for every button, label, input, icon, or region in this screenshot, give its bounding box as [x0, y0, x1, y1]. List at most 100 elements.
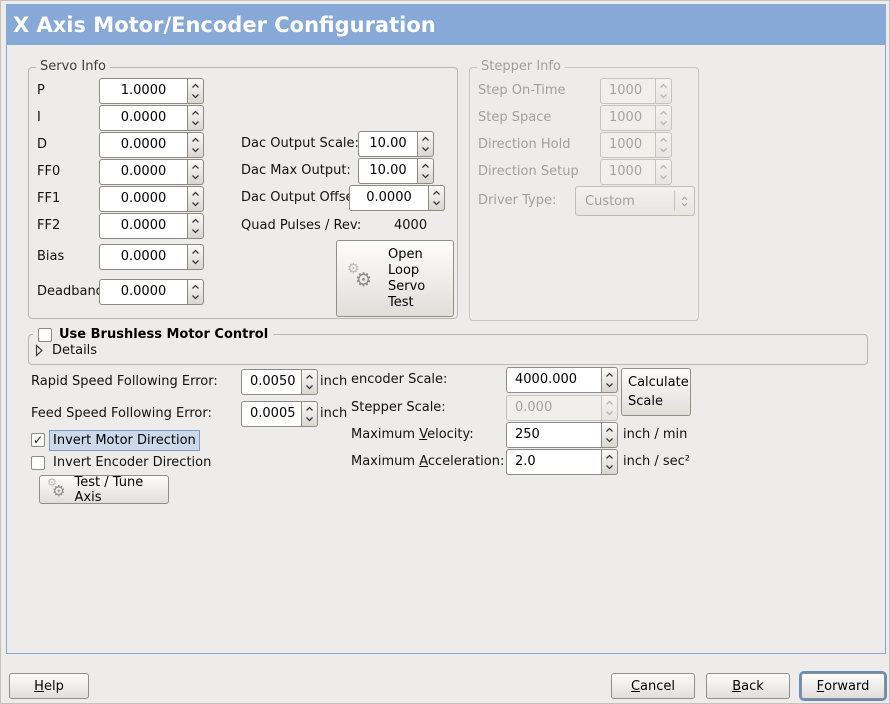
- big-gear-icon: ⚙: [52, 481, 66, 500]
- stepper-info-frame: Stepper Info Step On-Time 1000 Step Spac…: [469, 59, 699, 321]
- d-spin-buttons[interactable]: [187, 132, 204, 158]
- open-loop-line-3: Servo: [388, 278, 426, 294]
- ff1-spinbox[interactable]: 0.0000: [99, 186, 204, 212]
- open-loop-line-4: Test: [388, 294, 414, 310]
- dac-output-offset-spin-buttons[interactable]: [428, 185, 445, 211]
- step-space-spin-buttons: [655, 105, 672, 131]
- quad-pulses-label: Quad Pulses / Rev:: [241, 218, 362, 233]
- d-spinbox[interactable]: 0.0000: [99, 132, 204, 158]
- big-gear-icon: ⚙: [355, 269, 373, 291]
- calculate-scale-button[interactable]: Calculate Scale: [621, 368, 691, 416]
- ff0-label: FF0: [37, 164, 61, 179]
- dac-max-output-spin-buttons[interactable]: [417, 158, 434, 184]
- step-on-time-label: Step On-Time: [478, 83, 566, 98]
- quad-pulses-value: 4000: [394, 218, 428, 233]
- dac-output-offset-input[interactable]: 0.0000: [349, 185, 428, 211]
- bias-spin-buttons[interactable]: [187, 244, 204, 270]
- maximum-velocity-input[interactable]: 250: [506, 422, 601, 448]
- use-brushless-label[interactable]: Use Brushless Motor Control: [59, 327, 269, 342]
- use-brushless-checkbox[interactable]: [38, 327, 52, 342]
- combo-arrows-icon: [675, 195, 694, 207]
- invert-encoder-label[interactable]: Invert Encoder Direction: [53, 455, 212, 470]
- dac-output-scale-spinbox[interactable]: 10.00: [358, 131, 434, 157]
- step-space-input: 1000: [600, 105, 655, 131]
- step-space-spinbox: 1000: [600, 105, 672, 131]
- servo-info-frame-title: Servo Info: [36, 59, 110, 74]
- ff2-label: FF2: [37, 218, 61, 233]
- dac-output-offset-label: Dac Output Offset:: [241, 190, 363, 205]
- ff1-spin-buttons[interactable]: [187, 186, 204, 212]
- direction-setup-label: Direction Setup: [478, 164, 579, 179]
- open-loop-button-label: Open Loop Servo Test: [388, 247, 425, 311]
- encoder-scale-input[interactable]: 4000.000: [506, 367, 601, 393]
- invert-motor-label[interactable]: Invert Motor Direction: [49, 430, 200, 451]
- brushless-frame-header: Use Brushless Motor Control: [33, 326, 274, 343]
- driver-type-combobox: Custom: [575, 186, 695, 216]
- p-input[interactable]: 1.0000: [99, 78, 187, 104]
- maximum-acceleration-label: Maximum Acceleration:: [351, 454, 505, 469]
- encoder-scale-label: encoder Scale:: [351, 372, 448, 387]
- maximum-velocity-spinbox[interactable]: 250: [506, 422, 618, 448]
- direction-hold-spinbox: 1000: [600, 132, 672, 158]
- step-space-label: Step Space: [478, 110, 552, 125]
- ff2-spin-buttons[interactable]: [187, 213, 204, 239]
- step-on-time-spin-buttons: [655, 78, 672, 104]
- bias-input[interactable]: 0.0000: [99, 244, 187, 270]
- maximum-acceleration-spin-buttons[interactable]: [601, 449, 618, 475]
- test-tune-axis-label: Test / Tune Axis: [74, 474, 144, 505]
- step-on-time-spinbox: 1000: [600, 78, 672, 104]
- rapid-following-error-unit: inch: [320, 374, 348, 389]
- i-input[interactable]: 0.0000: [99, 105, 187, 131]
- deadband-spinbox[interactable]: 0.0000: [99, 279, 204, 305]
- rapid-following-error-spinbox[interactable]: 0.0050: [241, 369, 318, 395]
- feed-following-error-spin-buttons[interactable]: [301, 401, 318, 427]
- dac-max-output-spinbox[interactable]: 10.00: [358, 158, 434, 184]
- ff0-spinbox[interactable]: 0.0000: [99, 159, 204, 185]
- dac-output-offset-spinbox[interactable]: 0.0000: [349, 185, 445, 211]
- stepper-scale-spinbox: 0.000: [506, 395, 618, 421]
- details-expander[interactable]: Details: [35, 343, 97, 358]
- d-input[interactable]: 0.0000: [99, 132, 187, 158]
- invert-encoder-checkbox[interactable]: [31, 456, 45, 470]
- maximum-velocity-label: Maximum Velocity:: [351, 427, 474, 442]
- rapid-following-error-input[interactable]: 0.0050: [241, 369, 301, 395]
- gears-icon: ⚙ ⚙: [347, 262, 376, 294]
- maximum-acceleration-spinbox[interactable]: 2.0: [506, 449, 618, 475]
- ff1-input[interactable]: 0.0000: [99, 186, 187, 212]
- feed-following-error-input[interactable]: 0.0005: [241, 401, 301, 427]
- deadband-input[interactable]: 0.0000: [99, 279, 187, 305]
- i-spin-buttons[interactable]: [187, 105, 204, 131]
- dac-output-scale-label: Dac Output Scale:: [241, 136, 359, 151]
- feed-following-error-unit: inch: [320, 406, 348, 421]
- ff0-spin-buttons[interactable]: [187, 159, 204, 185]
- rapid-following-error-spin-buttons[interactable]: [301, 369, 318, 395]
- bias-spinbox[interactable]: 0.0000: [99, 244, 204, 270]
- dac-output-scale-spin-buttons[interactable]: [417, 131, 434, 157]
- ff2-spinbox[interactable]: 0.0000: [99, 213, 204, 239]
- dac-max-output-input[interactable]: 10.00: [358, 158, 417, 184]
- p-spin-buttons[interactable]: [187, 78, 204, 104]
- encoder-scale-spinbox[interactable]: 4000.000: [506, 367, 618, 393]
- ff2-input[interactable]: 0.0000: [99, 213, 187, 239]
- dac-max-output-label: Dac Max Output:: [241, 163, 351, 178]
- encoder-scale-spin-buttons[interactable]: [601, 367, 618, 393]
- ff1-label: FF1: [37, 191, 61, 206]
- i-label: I: [37, 110, 41, 125]
- feed-following-error-label: Feed Speed Following Error:: [31, 406, 212, 421]
- maximum-acceleration-input[interactable]: 2.0: [506, 449, 601, 475]
- open-loop-servo-test-button[interactable]: ⚙ ⚙ Open Loop Servo Test: [336, 240, 454, 317]
- ff0-input[interactable]: 0.0000: [99, 159, 187, 185]
- maximum-velocity-spin-buttons[interactable]: [601, 422, 618, 448]
- invert-motor-checkbox[interactable]: ✓: [31, 433, 45, 447]
- p-spinbox[interactable]: 1.0000: [99, 78, 204, 104]
- dac-output-scale-input[interactable]: 10.00: [358, 131, 417, 157]
- feed-following-error-spinbox[interactable]: 0.0005: [241, 401, 318, 427]
- test-tune-axis-button[interactable]: ⚙ ⚙ Test / Tune Axis: [39, 474, 169, 505]
- deadband-spin-buttons[interactable]: [187, 279, 204, 305]
- expander-triangle-icon: [35, 344, 43, 357]
- i-spinbox[interactable]: 0.0000: [99, 105, 204, 131]
